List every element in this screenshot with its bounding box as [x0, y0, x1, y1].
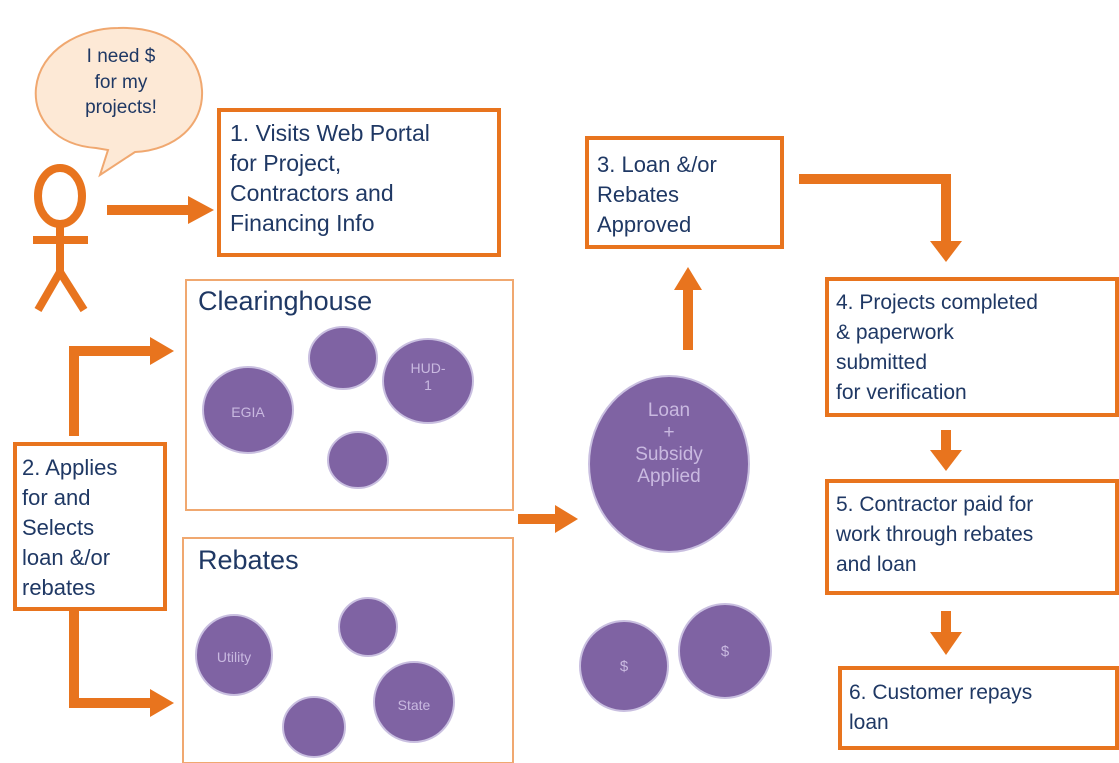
arrow-down-icon	[930, 611, 962, 655]
rebates-circle-small	[338, 597, 398, 657]
step1-box	[217, 108, 501, 257]
state-label: State	[397, 697, 431, 713]
hud-label-line-1: HUD-	[410, 360, 446, 376]
clearinghouse-circle-lower	[327, 431, 389, 489]
elbow-arrow-icon	[69, 337, 174, 436]
step3-line-1: 3. Loan &/or	[597, 152, 717, 177]
hud-label: HUD- 1	[398, 360, 458, 394]
hud-circle	[382, 338, 474, 424]
step6-box	[838, 666, 1119, 750]
stick-figure-icon	[33, 164, 88, 313]
step5-line-1: 5. Contractor paid for	[836, 493, 1034, 516]
step5-line-2: work through rebates	[836, 523, 1034, 546]
step2-box	[13, 442, 167, 611]
arrow-right-icon	[107, 196, 214, 224]
egia-label: EGIA	[231, 404, 265, 420]
egia-circle	[202, 366, 294, 454]
clearinghouse-circles	[202, 326, 474, 489]
step1-line-3: Contractors and	[230, 180, 394, 206]
step4-line-1: 4. Projects completed	[836, 291, 1038, 314]
loan-line-1: Loan	[647, 400, 691, 421]
elbow-arrow-icon	[69, 611, 174, 717]
step4-text: 4. Projects completed & paperwork submit…	[836, 288, 1038, 408]
utility-label: Utility	[216, 649, 252, 665]
step6-text: 6. Customer repays loan	[849, 678, 1032, 738]
loan-subsidy-label: Loan + Subsidy Applied	[609, 400, 729, 488]
step2-line-5: rebates	[22, 575, 96, 600]
dollar-label-right: $	[720, 643, 730, 660]
arrow-down-icon	[930, 430, 962, 471]
utility-circle	[195, 614, 273, 696]
step3-line-3: Approved	[597, 212, 692, 237]
speech-bubble-text: I need $ for my projects!	[62, 44, 180, 121]
speech-line-2: for my	[94, 71, 148, 93]
dollar-label-left: $	[619, 658, 629, 675]
step3-text: 3. Loan &/or Rebates Approved	[597, 150, 717, 240]
step2-line-2: for and	[22, 485, 91, 510]
step3-line-2: Rebates	[597, 182, 679, 207]
speech-bubble-icon	[34, 26, 204, 178]
step5-box	[825, 479, 1119, 595]
clearinghouse-title: Clearinghouse	[198, 286, 373, 316]
step1-text: 1. Visits Web Portal for Project, Contra…	[230, 118, 430, 238]
dollar-circle-right	[678, 603, 772, 699]
step1-line-4: Financing Info	[230, 210, 375, 236]
state-circle	[373, 661, 455, 743]
step2-line-4: loan &/or	[22, 545, 111, 570]
dollar-circle-left	[579, 620, 669, 712]
step3-box	[585, 136, 784, 249]
center-circles	[579, 375, 772, 712]
rebates-circles	[195, 597, 455, 758]
arrow-right-icon	[518, 505, 578, 533]
loan-line-4: Applied	[637, 466, 701, 487]
step1-line-1: 1. Visits Web Portal	[230, 120, 430, 146]
step4-line-4: for verification	[836, 381, 967, 404]
speech-line-1: I need $	[86, 46, 156, 67]
clearinghouse-circle-small	[308, 326, 378, 390]
step5-line-3: and loan	[836, 553, 917, 576]
step6-line-2: loan	[849, 711, 889, 734]
arrow-up-icon	[674, 267, 702, 350]
step5-text: 5. Contractor paid for work through reba…	[836, 490, 1033, 580]
step6-line-1: 6. Customer repays	[849, 681, 1033, 704]
step2-line-3: Selects	[22, 515, 95, 540]
step4-line-2: & paperwork	[836, 321, 954, 344]
step4-line-3: submitted	[836, 351, 928, 374]
loan-subsidy-circle	[588, 375, 750, 553]
step2-line-1: 2. Applies	[22, 455, 118, 480]
elbow-arrow-icon	[799, 174, 962, 262]
hud-label-line-2: 1	[424, 377, 432, 393]
step4-box	[825, 277, 1119, 417]
rebates-circle-lower	[282, 696, 346, 758]
speech-line-3: projects!	[85, 97, 157, 119]
loan-line-3: Subsidy	[635, 444, 703, 465]
rebates-title: Rebates	[198, 545, 299, 575]
step1-line-2: for Project,	[230, 150, 342, 176]
loan-line-2: +	[663, 422, 675, 443]
step2-text: 2. Applies for and Selects loan &/or reb…	[22, 453, 117, 603]
